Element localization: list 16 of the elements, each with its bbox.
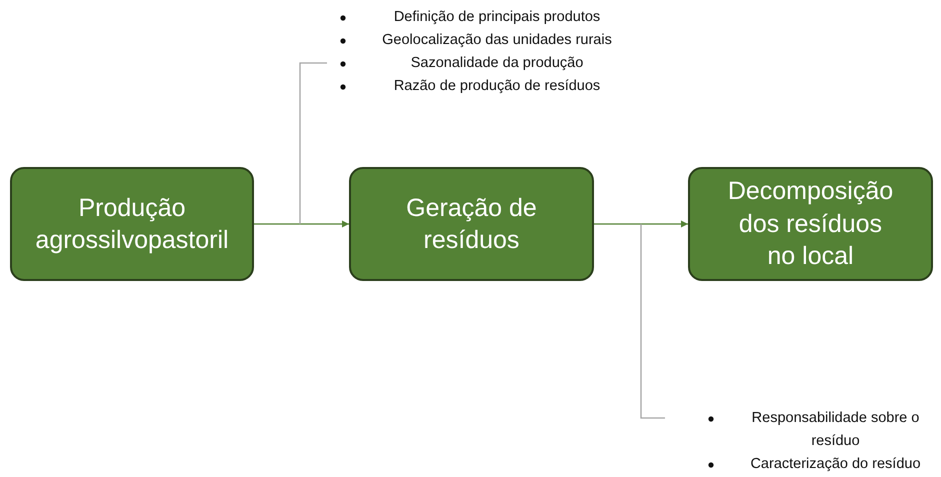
list-item-text: Caracterização do resíduo [749,455,922,474]
list-item-text: Razão de produção de resíduos [392,77,602,96]
box-label: Decomposição dos resíduos no local [726,176,894,272]
list-item-text: Definição de principais produtos [392,8,602,27]
list-item-text: Sazonalidade da produção [410,54,584,73]
list-item-text: Responsabilidade sobre o resíduo [750,409,920,451]
arrow [254,220,349,228]
list-item-text: Geolocalização das unidades rurais [381,31,613,50]
arrow [594,220,688,228]
process-box [688,167,933,281]
process-box [10,167,254,281]
box-label: Produção agrossilvopastoril [34,192,230,256]
leader-line [640,224,665,419]
leader-line [299,62,327,224]
process-box [349,167,594,281]
box-label: Geração de resíduos [405,192,538,256]
